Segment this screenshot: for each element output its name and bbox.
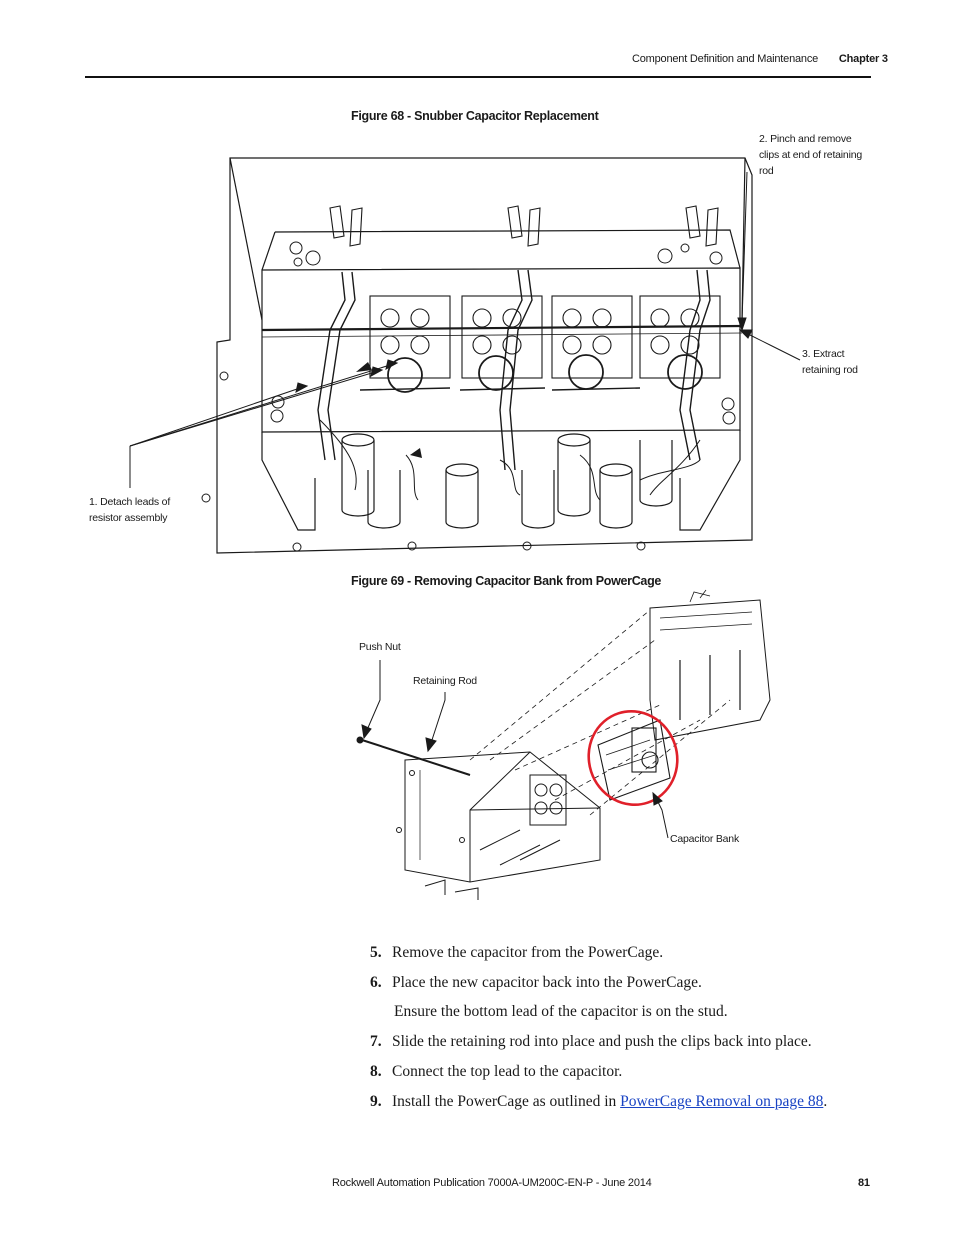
header-section: Component Definition and Maintenance xyxy=(632,53,819,65)
figure-69-caption: Figure 69 - Removing Capacitor Bank from… xyxy=(351,574,662,588)
capacitor-bank-highlight xyxy=(587,709,679,807)
step-8: 8. Connect the top lead to the capacitor. xyxy=(370,1063,622,1081)
step-6-text: Place the new capacitor back into the Po… xyxy=(392,974,702,991)
step-6-number: 6. xyxy=(370,974,382,991)
running-header: Component Definition and Maintenance Cha… xyxy=(632,53,888,65)
callout-2-line-3: rod xyxy=(759,165,774,177)
step-9-text-end: . xyxy=(823,1093,828,1110)
step-6: 6. Place the new capacitor back into the … xyxy=(370,974,702,992)
figure-68-callout-2: 2. Pinch and remove clips at end of reta… xyxy=(759,131,869,179)
footer-publication: Rockwell Automation Publication 7000A-UM… xyxy=(332,1177,652,1189)
figure-68-callout-3: 3. Extract retaining rod xyxy=(802,346,882,378)
callout-capacitor-bank: Capacitor Bank xyxy=(670,833,739,845)
step-9-text: Install the PowerCage as outlined in xyxy=(392,1093,621,1110)
step-7-text: Slide the retaining rod into place and p… xyxy=(392,1033,812,1050)
callout-2-line-2: clips at end of retaining xyxy=(759,149,862,161)
step-7: 7. Slide the retaining rod into place and… xyxy=(370,1033,812,1051)
header-chapter: Chapter 3 xyxy=(838,53,888,65)
step-7-number: 7. xyxy=(370,1033,382,1050)
step-8-text: Connect the top lead to the capacitor. xyxy=(392,1063,623,1080)
callout-1-line-1: 1. Detach leads of xyxy=(89,496,171,508)
callout-retaining-rod: Retaining Rod xyxy=(413,675,477,687)
callout-push-nut: Push Nut xyxy=(359,641,401,653)
step-9-number: 9. xyxy=(370,1093,382,1110)
callout-3-line-1: 3. Extract xyxy=(802,348,845,360)
figure-68-callout-1: 1. Detach leads of resistor assembly xyxy=(89,494,189,526)
callout-2-line-1: 2. Pinch and remove xyxy=(759,133,852,145)
page-number: 81 xyxy=(858,1177,870,1189)
header-rule xyxy=(85,76,871,78)
step-6-note: Ensure the bottom lead of the capacitor … xyxy=(394,1003,728,1020)
callout-3-line-2: retaining rod xyxy=(802,364,858,376)
step-8-number: 8. xyxy=(370,1063,382,1080)
figure-68-caption: Figure 68 - Snubber Capacitor Replacemen… xyxy=(351,109,599,123)
callout-1-line-2: resistor assembly xyxy=(89,512,168,524)
step-5-number: 5. xyxy=(370,944,382,961)
step-5: 5. Remove the capacitor from the PowerCag… xyxy=(370,944,663,962)
step-5-text: Remove the capacitor from the PowerCage. xyxy=(392,944,664,961)
powercage-removal-link[interactable]: PowerCage Removal on page 88 xyxy=(620,1093,824,1110)
step-9: 9. Install the PowerCage as outlined in P… xyxy=(370,1093,827,1111)
